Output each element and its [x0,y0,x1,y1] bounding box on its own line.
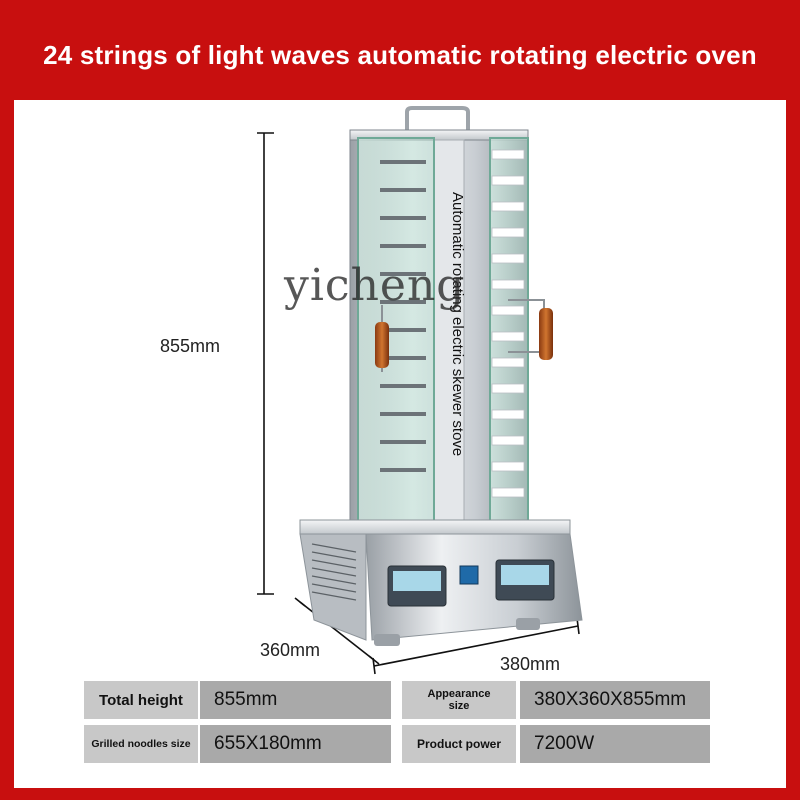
product-stage: 855mm 360mm 380mm Automatic rotating ele… [14,100,786,680]
product-power-label: Product power [402,725,516,763]
left-door-handle [375,305,389,372]
spec-row: Total height 855mm Appearance size 380X3… [84,681,714,719]
depth-dimension-label: 360mm [260,640,321,660]
right-door-handle [508,299,553,360]
watermark-text: yicheng [284,260,466,311]
total-height-value: 855mm [200,681,391,719]
content-panel: 855mm 360mm 380mm Automatic rotating ele… [14,100,786,788]
top-handle [405,106,470,133]
spec-table: Total height 855mm Appearance size 380X3… [84,681,714,769]
left-glass-door [357,137,435,529]
width-dimension-label: 380mm [500,654,561,674]
product-power-value: 7200W [520,725,710,763]
height-dimension-line [257,132,274,595]
spec-row: Grilled noodles size 655X180mm Product p… [84,725,714,763]
total-height-label: Total height [84,681,198,719]
base-top [299,519,571,535]
title-bar: 24 strings of light waves automatic rota… [0,0,800,100]
left-skewer-slots [380,160,426,472]
appearance-size-value: 380X360X855mm [520,681,710,719]
page-title: 24 strings of light waves automatic rota… [43,40,757,70]
height-dimension-label: 855mm [160,336,221,356]
left-foot [374,634,400,646]
grilled-noodles-size-value: 655X180mm [200,725,391,763]
appearance-size-label: Appearance size [402,681,516,719]
right-skewer-slots [491,149,525,498]
base-side [299,533,367,641]
right-foot [516,618,540,630]
power-switch [459,565,479,585]
product-illustration [257,106,583,675]
grilled-noodles-size-label: Grilled noodles size [84,725,198,763]
base-vents [311,543,357,601]
vertical-product-label: Automatic rotating electric skewer stove [449,192,466,457]
